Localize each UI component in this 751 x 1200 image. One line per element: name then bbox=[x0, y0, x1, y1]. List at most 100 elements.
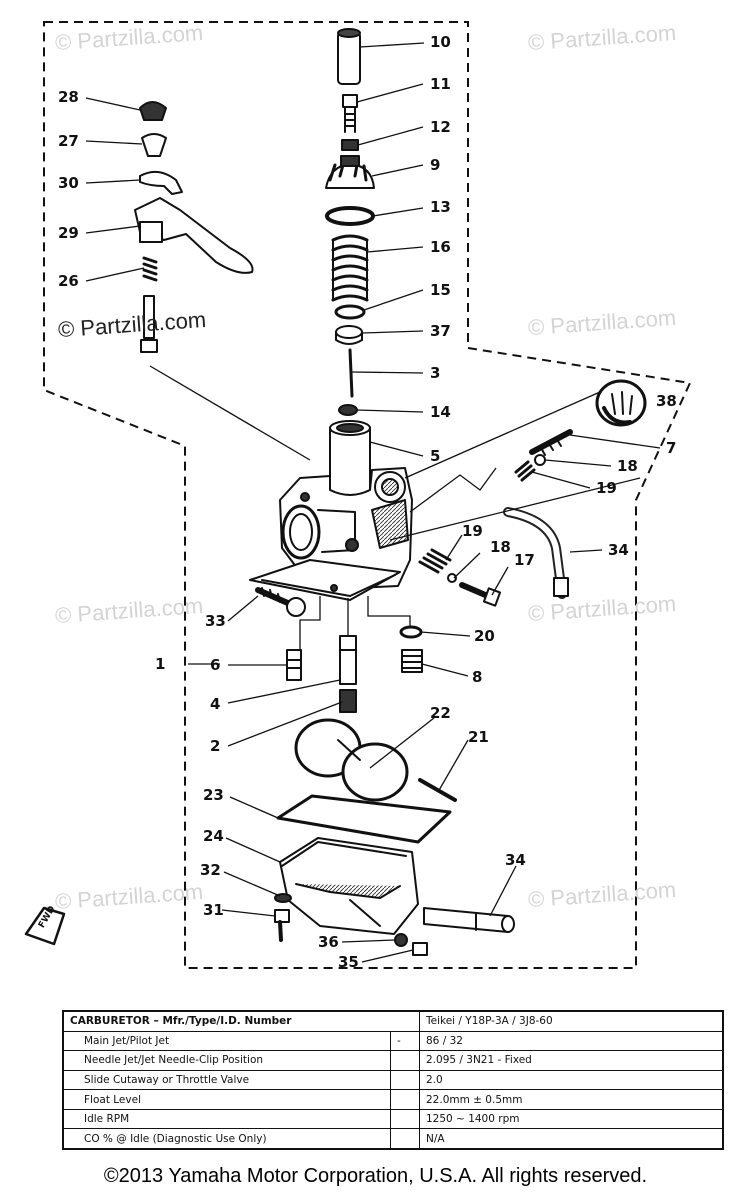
callout-36: 36 bbox=[318, 933, 339, 951]
part-17-pilot-screw bbox=[459, 582, 502, 607]
spec-mark: - bbox=[390, 1030, 420, 1052]
part-19-lower-spring bbox=[418, 548, 452, 574]
part-10-top-cap bbox=[337, 28, 361, 85]
callout-20: 20 bbox=[474, 627, 495, 645]
part-19-spring bbox=[514, 460, 536, 482]
part-4-needle-jet bbox=[339, 635, 357, 685]
callout-16: 16 bbox=[430, 238, 451, 256]
part-8-plug bbox=[401, 649, 423, 673]
callout-24: 24 bbox=[203, 827, 224, 845]
fwd-arrow bbox=[24, 906, 66, 946]
callout-13: 13 bbox=[430, 198, 451, 216]
callout-6: 6 bbox=[210, 656, 221, 674]
callout-34: 34 bbox=[608, 541, 629, 559]
spec-value: 1250 ~ 1400 rpm bbox=[419, 1108, 724, 1130]
callout-26: 26 bbox=[58, 272, 79, 290]
part-15-ring bbox=[334, 304, 366, 320]
callout-14: 14 bbox=[430, 403, 451, 421]
spec-label: Idle RPM bbox=[62, 1108, 391, 1130]
carburetor-body bbox=[249, 467, 413, 601]
part-29-choke-lever bbox=[134, 197, 254, 274]
spec-mark bbox=[390, 1108, 420, 1130]
carburetor-spec-table: CARBURETOR – Mfr./Type/I.D. Number Teike… bbox=[62, 1010, 724, 1150]
part-14-clip bbox=[338, 404, 358, 416]
callout-27: 27 bbox=[58, 132, 79, 150]
spec-label: Float Level bbox=[62, 1089, 391, 1110]
callout-2: 2 bbox=[210, 737, 221, 755]
part-30-lever-plate bbox=[139, 170, 183, 195]
callout-30: 30 bbox=[58, 174, 79, 192]
spec-label: Main Jet/Pilot Jet bbox=[62, 1030, 391, 1052]
carburetor-exploded-diagram bbox=[24, 21, 692, 969]
callout-10: 10 bbox=[430, 33, 451, 51]
part-35-drain-screw bbox=[412, 942, 428, 956]
callout-12: 12 bbox=[430, 118, 451, 136]
spec-label: Needle Jet/Jet Needle-Clip Position bbox=[62, 1050, 391, 1071]
spec-row: Main Jet/Pilot Jet - 86 / 32 bbox=[62, 1030, 724, 1052]
part-2-main-jet bbox=[339, 689, 357, 713]
part-38-cap bbox=[595, 379, 647, 427]
part-5-throttle-valve bbox=[329, 420, 371, 496]
part-18-lower-washer bbox=[447, 573, 457, 583]
part-28-nut bbox=[139, 101, 167, 121]
part-20-washer bbox=[399, 625, 423, 639]
part-3-jet-needle bbox=[348, 348, 354, 398]
part-7-screw bbox=[529, 429, 573, 456]
spec-value: 22.0mm ± 0.5mm bbox=[419, 1089, 724, 1110]
spec-value: N/A bbox=[419, 1128, 724, 1150]
part-22-float bbox=[294, 718, 409, 802]
callout-18: 18 bbox=[617, 457, 638, 475]
part-6-pilot-jet bbox=[286, 649, 302, 681]
part-12-nut bbox=[341, 139, 359, 151]
callout-21: 21 bbox=[468, 728, 489, 746]
part-plunger bbox=[140, 295, 158, 353]
part-37-spring-seat bbox=[335, 325, 363, 345]
callout-37: 37 bbox=[430, 322, 451, 340]
callout-9: 9 bbox=[430, 156, 441, 174]
part-26-spring bbox=[142, 256, 158, 282]
spec-value: 2.095 / 3N21 - Fixed bbox=[419, 1050, 724, 1071]
copyright-footer: ©2013 Yamaha Motor Corporation, U.S.A. A… bbox=[103, 1165, 648, 1187]
callout-22: 22 bbox=[430, 704, 451, 722]
spec-value: 2.0 bbox=[419, 1069, 724, 1091]
callout-32: 32 bbox=[200, 861, 221, 879]
part-36-o-ring bbox=[394, 933, 408, 947]
callout-15: 15 bbox=[430, 281, 451, 299]
spec-value: 86 / 32 bbox=[419, 1030, 724, 1052]
part-13-gasket bbox=[325, 206, 375, 226]
callout-19: 19 bbox=[596, 479, 617, 497]
spec-row: CO % @ Idle (Diagnostic Use Only) N/A bbox=[62, 1128, 724, 1150]
part-34-hose bbox=[503, 507, 569, 599]
spec-label: Slide Cutaway or Throttle Valve bbox=[62, 1069, 391, 1091]
spec-label: CO % @ Idle (Diagnostic Use Only) bbox=[62, 1128, 391, 1150]
callout-5: 5 bbox=[430, 447, 441, 465]
spec-header-row: CARBURETOR – Mfr./Type/I.D. Number Teike… bbox=[62, 1010, 724, 1032]
callout-38: 38 bbox=[656, 392, 677, 410]
callout-17: 17 bbox=[514, 551, 535, 569]
callout-23: 23 bbox=[203, 786, 224, 804]
spec-header-label: CARBURETOR – Mfr./Type/I.D. Number bbox=[62, 1010, 420, 1032]
spec-row: Idle RPM 1250 ~ 1400 rpm bbox=[62, 1108, 724, 1130]
callout-4: 4 bbox=[210, 695, 221, 713]
spec-header-value: Teikei / Y18P-3A / 3J8-60 bbox=[419, 1010, 724, 1032]
part-27-plunger-cap bbox=[141, 133, 167, 157]
spec-mark bbox=[390, 1069, 420, 1091]
part-34-drain-hose bbox=[423, 907, 515, 933]
callout-11: 11 bbox=[430, 75, 451, 93]
spec-mark bbox=[390, 1050, 420, 1071]
callout-1: 1 bbox=[155, 655, 166, 673]
part-23-gasket bbox=[276, 794, 452, 844]
callout-19-lower: 19 bbox=[462, 522, 483, 540]
part-11-adjuster bbox=[342, 94, 358, 133]
callout-18-lower: 18 bbox=[490, 538, 511, 556]
callout-35: 35 bbox=[338, 953, 359, 971]
part-9-mixing-chamber-top bbox=[325, 155, 375, 189]
spec-mark bbox=[390, 1089, 420, 1110]
spec-row: Float Level 22.0mm ± 0.5mm bbox=[62, 1089, 724, 1110]
spec-row: Needle Jet/Jet Needle-Clip Position 2.09… bbox=[62, 1050, 724, 1071]
callout-34-lower: 34 bbox=[505, 851, 526, 869]
spec-mark bbox=[390, 1128, 420, 1150]
callout-31: 31 bbox=[203, 901, 224, 919]
callout-28: 28 bbox=[58, 88, 79, 106]
part-18-washer bbox=[534, 454, 546, 466]
